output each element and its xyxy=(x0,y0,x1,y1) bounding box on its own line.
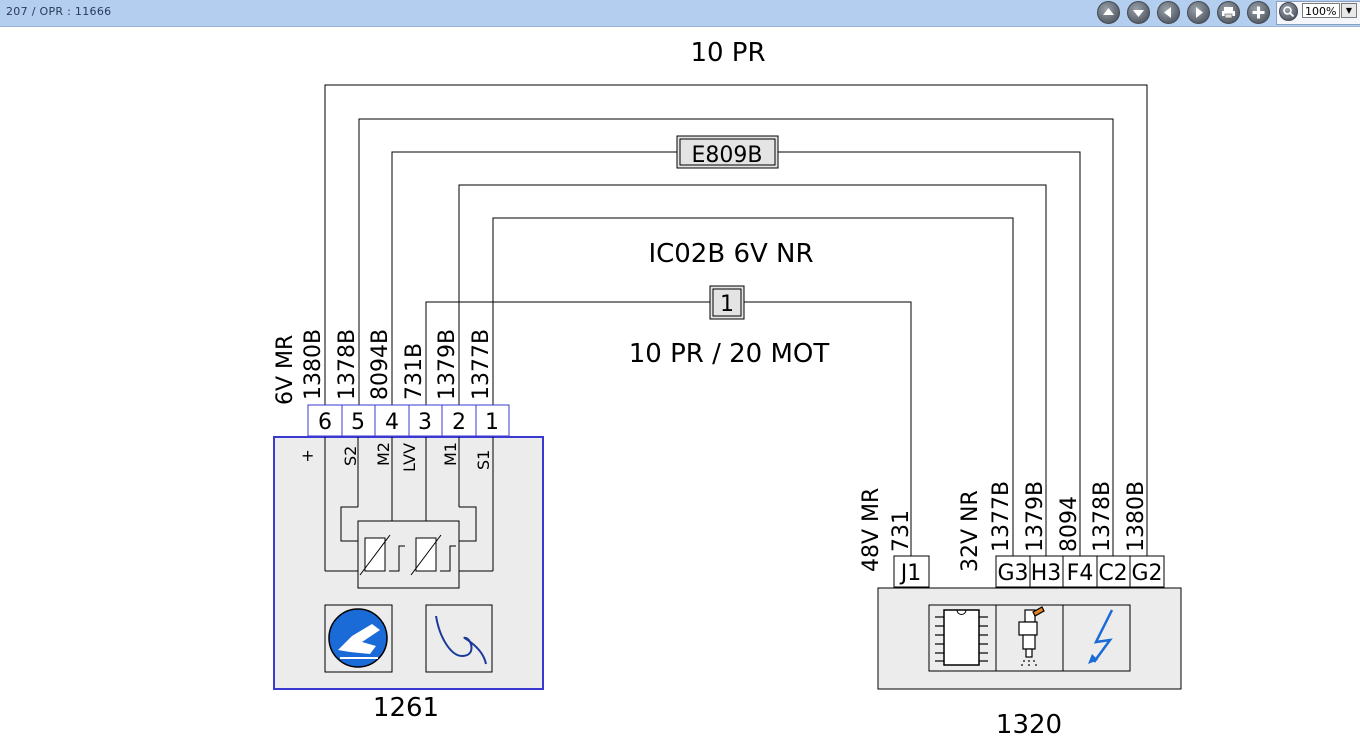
previous-icon[interactable] xyxy=(1157,1,1180,24)
wire-1377B xyxy=(492,217,1014,556)
chevron-down-icon[interactable]: ▼ xyxy=(1341,3,1357,18)
wire-label: 8094 xyxy=(1057,496,1082,552)
pin-function-label: LVV xyxy=(400,443,419,472)
pin-label: J1 xyxy=(899,561,922,586)
breadcrumb: 207 / OPR : 11666 xyxy=(6,5,112,18)
pin-label: C2 xyxy=(1098,561,1127,586)
connector-label: E809B xyxy=(692,143,763,168)
left-connector-label: 6V MR xyxy=(273,335,298,405)
lightning-icon xyxy=(1062,604,1131,672)
wiring-diagram: 10 PR E809B IC02B 6V NR 1 10 PR / 20 MOT… xyxy=(273,38,1182,740)
component-number: 1320 xyxy=(996,710,1062,740)
harness-top-label: 10 PR xyxy=(690,38,765,68)
wire-731-right xyxy=(744,301,912,556)
wire-label: 731B xyxy=(402,343,427,400)
connector-label-box xyxy=(676,135,779,169)
wire-label: 1380B xyxy=(301,329,326,400)
wire-8094B-left xyxy=(391,151,677,405)
wire-label: 1378B xyxy=(335,329,360,400)
pin-function-label: M1 xyxy=(441,442,460,466)
harness-label: 10 PR / 20 MOT xyxy=(629,339,830,369)
wire-8094B-right xyxy=(778,151,1081,556)
zoom-select[interactable]: 100% xyxy=(1302,3,1340,18)
zoom-icon[interactable] xyxy=(1279,2,1298,21)
up-icon[interactable] xyxy=(1097,1,1120,24)
right-connector-label: 48V MR xyxy=(859,488,884,572)
down-icon[interactable] xyxy=(1127,1,1150,24)
component-number: 1261 xyxy=(373,693,439,723)
pin-label: 5 xyxy=(351,410,365,435)
wire-1378B xyxy=(358,118,1114,556)
pin-function-label: S1 xyxy=(474,450,493,470)
pin-label: 1 xyxy=(485,410,499,435)
splice-box xyxy=(709,285,745,320)
wire-label: 731 xyxy=(889,510,914,552)
add-icon[interactable] xyxy=(1247,1,1270,24)
pin-function-label: S2 xyxy=(341,446,360,466)
wire-label: 1379B xyxy=(435,329,460,400)
svg-text:1: 1 xyxy=(720,292,734,317)
pin-label: 2 xyxy=(452,410,466,435)
wire-label: 1380B xyxy=(1124,481,1149,552)
pin-function-label: M2 xyxy=(374,442,393,466)
wire-1379B xyxy=(458,184,1047,556)
pin-label: G3 xyxy=(997,561,1028,586)
toolbar: 207 / OPR : 11666 100% ▼ xyxy=(0,0,1360,27)
pin-label: H3 xyxy=(1031,561,1062,586)
pin-label: G2 xyxy=(1131,561,1162,586)
wire-label: 1379B xyxy=(1023,481,1048,552)
wire-label: 1377B xyxy=(469,329,494,400)
splice-label: IC02B 6V NR xyxy=(648,239,813,269)
right-connector-label: 32V NR xyxy=(958,490,983,572)
pin-label: F4 xyxy=(1067,561,1094,586)
pin-label: 3 xyxy=(418,410,432,435)
curve-icon xyxy=(425,604,493,673)
print-icon[interactable] xyxy=(1217,1,1240,24)
wire-label: 1378B xyxy=(1090,481,1115,552)
wire-label: 8094B xyxy=(368,329,393,400)
pin-function-label: + xyxy=(301,446,314,465)
wire-label: 1377B xyxy=(989,481,1014,552)
wire-731B-left xyxy=(425,301,710,405)
wire-1380B xyxy=(324,84,1148,556)
pin-label: 6 xyxy=(318,410,332,435)
pin-label: 4 xyxy=(385,410,399,435)
next-icon[interactable] xyxy=(1187,1,1210,24)
